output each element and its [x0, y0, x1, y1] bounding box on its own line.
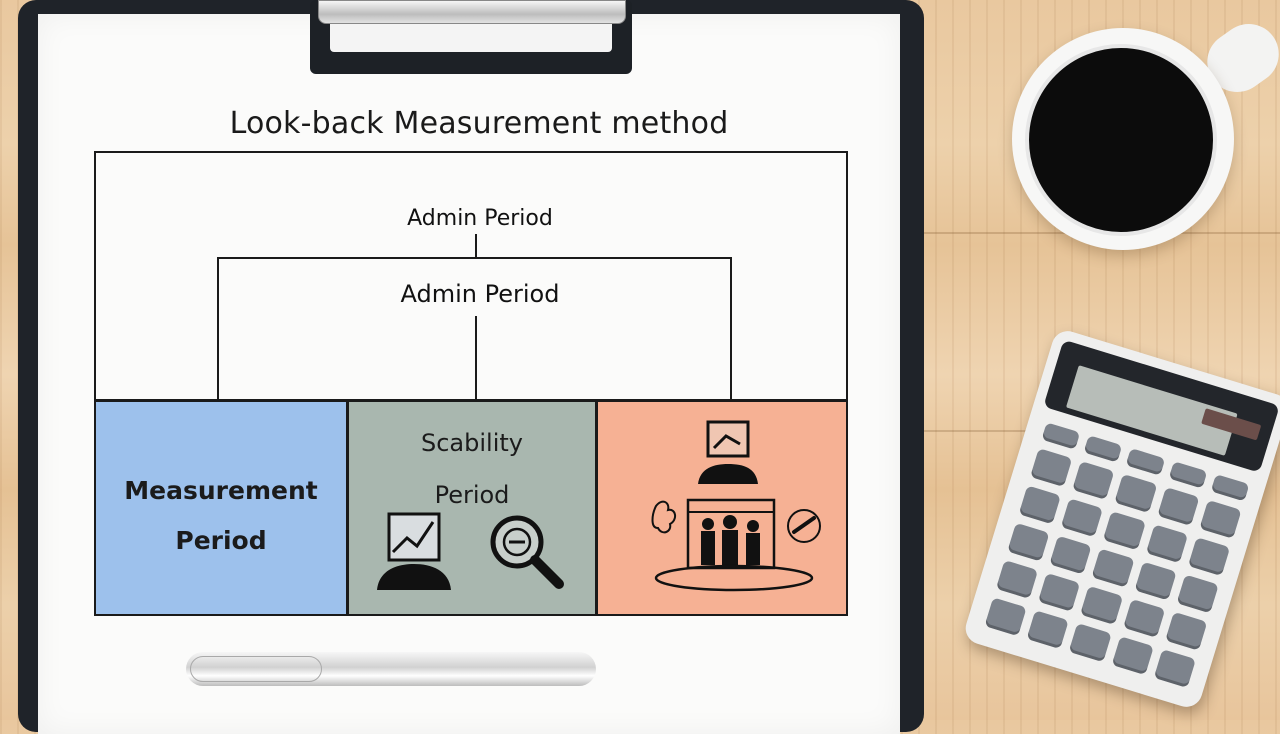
stability-period-box: Scability Period [347, 400, 597, 616]
calculator-key [1018, 485, 1062, 525]
coffee [1025, 44, 1217, 236]
calculator-key [1114, 473, 1158, 513]
calculator-key [1145, 524, 1188, 564]
measurement-period-label-line1: Measurement [124, 476, 318, 505]
measurement-period-box: Measurement Period [94, 400, 348, 616]
pen-cap [190, 656, 322, 682]
diagram-title: Look-back Measurement method [229, 106, 729, 141]
third-period-box [596, 400, 848, 616]
calculator-key [995, 560, 1039, 600]
clipboard-clip-bar [318, 0, 626, 24]
calculator-key [1134, 561, 1177, 601]
calculator-key [1156, 486, 1200, 526]
audience-icon [654, 498, 814, 592]
calculator-key [1049, 535, 1092, 575]
calculator-key [1091, 548, 1135, 588]
pen-icon [787, 509, 821, 543]
presenter-icon [698, 420, 758, 484]
stability-period-label-line1: Scability [421, 429, 523, 457]
person-with-chart-icon [377, 512, 451, 590]
sketch-icon [651, 500, 676, 534]
admin-period-inner-label: Admin Period [400, 280, 560, 308]
magnifier-icon [490, 515, 564, 589]
pen [186, 652, 596, 686]
calculator-key [1122, 598, 1166, 638]
calculator-key [1080, 585, 1123, 625]
calculator-key [1007, 522, 1050, 562]
calculator-key [1060, 498, 1104, 538]
calculator-key [1103, 511, 1146, 551]
calculator-key [1072, 461, 1115, 501]
calculator-key [1038, 572, 1081, 612]
admin-period-top-label: Admin Period [407, 206, 553, 231]
stability-period-label-line2: Period [434, 481, 510, 509]
measurement-period-label-line2: Period [175, 526, 267, 555]
outer-frame [94, 151, 848, 401]
calculator-key [1030, 448, 1073, 488]
